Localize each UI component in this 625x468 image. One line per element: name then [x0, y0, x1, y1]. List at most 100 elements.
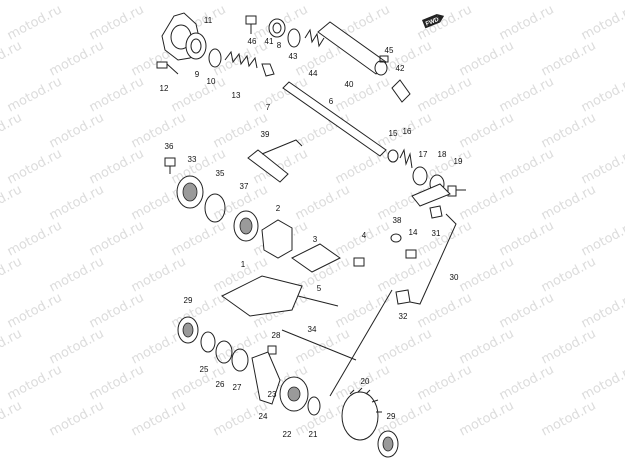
upper-assembly: [156, 12, 466, 207]
watermark-text: motod.ru: [169, 218, 229, 259]
callout-c26: 26: [216, 380, 225, 389]
part-14-bolt: [405, 249, 417, 259]
callout-c27: 27: [233, 383, 242, 392]
callout-c45: 45: [385, 46, 394, 55]
part-1-plate: [221, 275, 303, 317]
watermark-text: motod.ru: [375, 326, 435, 367]
part-15-washer: [387, 149, 399, 163]
part-26-ring: [215, 340, 233, 364]
watermark-text: motod.ru: [0, 182, 25, 223]
callout-c18: 18: [438, 150, 447, 159]
watermark-text: motod.ru: [0, 398, 25, 439]
watermark-text: motod.ru: [497, 362, 557, 403]
watermark-text: motod.ru: [5, 362, 65, 403]
callout-c42: 42: [396, 64, 405, 73]
part-6-rod: [282, 81, 387, 157]
callout-c23: 23: [268, 390, 277, 399]
front-marker-label: FWD: [425, 17, 441, 28]
part-17-collar: [412, 166, 428, 186]
callout-c37: 37: [240, 182, 249, 191]
watermark-text: motod.ru: [87, 290, 147, 331]
part-22-gear-hub: [287, 386, 301, 402]
callout-c41: 41: [265, 37, 274, 46]
callout-c32: 32: [399, 312, 408, 321]
watermark-text: motod.ru: [579, 362, 625, 403]
callout-c17: 17: [419, 150, 428, 159]
part-41-collar-inner: [272, 22, 282, 34]
watermark-text: motod.ru: [539, 326, 599, 367]
callout-c16: 16: [403, 127, 412, 136]
part-29-bearing-a-core: [182, 322, 194, 338]
part-27-ring: [231, 348, 249, 372]
callout-c36: 36: [165, 142, 174, 151]
watermark-text: motod.ru: [579, 2, 625, 43]
watermark-text: motod.ru: [539, 38, 599, 79]
part-12-bolt: [156, 61, 179, 75]
part-20-gear: [341, 391, 379, 441]
part-4-screw: [353, 257, 365, 267]
watermark-text: motod.ru: [0, 38, 25, 79]
part-40-shaft-end: [374, 60, 388, 76]
watermark-text: motod.ru: [333, 290, 393, 331]
watermark-text: motod.ru: [457, 182, 517, 223]
callout-c7: 7: [266, 103, 271, 112]
watermark-text: motod.ru: [169, 74, 229, 115]
callout-c4: 4: [362, 231, 367, 240]
watermark-text: motod.ru: [457, 398, 517, 439]
part-34-rod: [281, 329, 357, 361]
watermark-text: motod.ru: [539, 254, 599, 295]
callout-c14: 14: [409, 228, 418, 237]
part-2-valve: [261, 219, 293, 259]
part-9-seal: [185, 32, 207, 60]
part-19-plate: [411, 183, 451, 207]
callout-c33: 33: [188, 155, 197, 164]
part-9-seal-inner: [190, 38, 202, 54]
part-19-bolt: [447, 185, 466, 197]
callout-c11: 11: [204, 16, 213, 25]
watermark-text: motod.ru: [5, 2, 65, 43]
callout-c44: 44: [309, 69, 318, 78]
part-33-bearing-core: [182, 182, 198, 202]
callout-c25: 25: [200, 365, 209, 374]
part-36-bolt: [164, 157, 176, 174]
part-42-lever: [391, 79, 411, 103]
callout-c6: 6: [329, 97, 334, 106]
watermark-text: motod.ru: [579, 146, 625, 187]
watermark-text: motod.ru: [47, 38, 107, 79]
watermark-text: motod.ru: [415, 74, 475, 115]
part-38-washer: [390, 233, 402, 243]
front-marker-arrow-icon: [436, 14, 445, 23]
watermark-text: motod.ru: [47, 110, 107, 151]
part-23-lever: [251, 351, 281, 405]
watermark-text: motod.ru: [87, 2, 147, 43]
callout-c29b: 29: [387, 412, 396, 421]
watermark-text: motod.ru: [539, 110, 599, 151]
part-29-bearing-b-core: [382, 436, 394, 452]
middle-assembly: [164, 139, 457, 397]
watermark-text: motod.ru: [47, 182, 107, 223]
part-37-bearing-core: [239, 217, 253, 235]
watermark-text: motod.ru: [293, 182, 353, 223]
watermark-text: motod.ru: [129, 254, 189, 295]
callout-c12: 12: [160, 84, 169, 93]
watermark-text: motod.ru: [211, 38, 271, 79]
part-13-spring: [224, 50, 258, 69]
watermark-text: motod.ru: [457, 110, 517, 151]
part-30-rod: [409, 213, 457, 305]
callout-c15: 15: [389, 129, 398, 138]
callout-c43: 43: [289, 52, 298, 61]
callout-c9: 9: [195, 70, 200, 79]
watermark-text: motod.ru: [497, 290, 557, 331]
part-45-screw: [379, 55, 389, 63]
part-41-collar: [268, 18, 286, 38]
watermark-text: motod.ru: [47, 398, 107, 439]
watermark-text: motod.ru: [457, 254, 517, 295]
watermark-text: motod.ru: [375, 254, 435, 295]
callout-c39: 39: [261, 130, 270, 139]
callout-c28: 28: [272, 331, 281, 340]
watermark-text: motod.ru: [47, 254, 107, 295]
part-7-pin: [261, 63, 275, 77]
